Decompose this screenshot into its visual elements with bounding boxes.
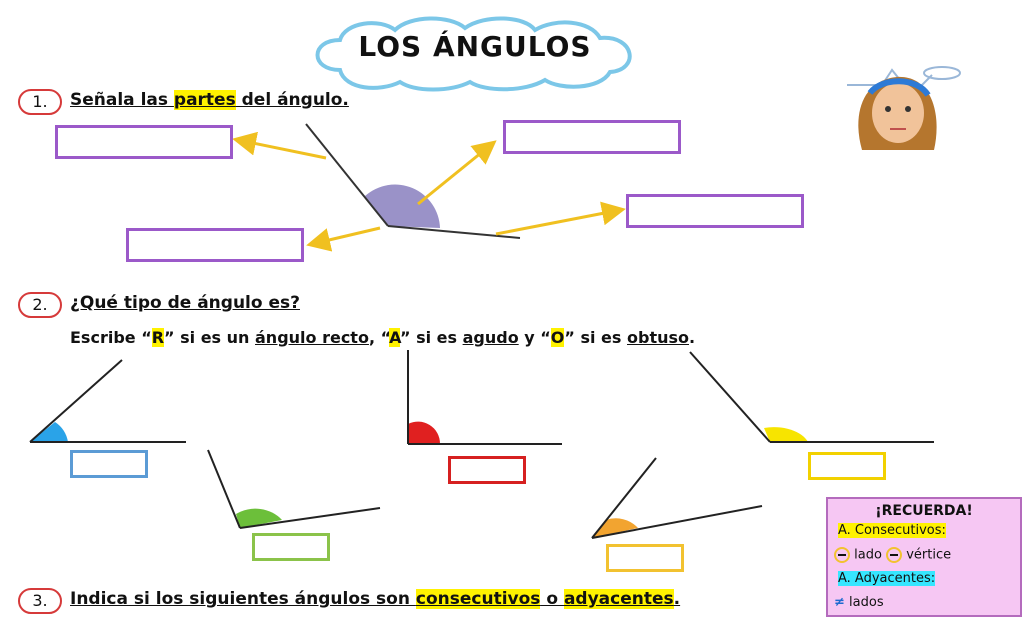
angle-orange-base [591,505,763,539]
title-cloud [315,16,632,92]
answer-box-blue[interactable] [70,450,148,478]
angle-green-base [239,507,381,529]
arc-yellow [764,427,808,442]
arc-red [408,421,441,444]
angle-green-side [207,449,241,529]
answer-box-3[interactable] [126,228,304,262]
answer-box-1[interactable] [55,125,233,159]
answer-box-green[interactable] [252,533,330,561]
equal-sign-icon [886,547,903,563]
not-equal-icon: ≠ [834,595,845,610]
question-3-text: Indica si los siguientes ángulos son con… [70,589,681,609]
answer-box-orange[interactable] [606,544,684,572]
arrow-to-side-2 [495,201,626,236]
question-1-number: 1. [18,89,62,115]
angle-blue-side [29,359,123,443]
angle-parts-diagram [232,123,626,252]
answer-box-2[interactable] [503,120,681,154]
arrow-to-arc [417,140,497,206]
answer-box-4[interactable] [626,194,804,228]
angle-orange-side [591,457,657,539]
question-3-number: 3. [18,588,62,614]
arrow-to-vertex [306,226,381,252]
angle-types-diagram [29,350,934,539]
recuerda-adyacentes-rule: ≠ lados [834,595,884,610]
recuerda-box: ¡RECUERDA! A. Consecutivos: lado vértice… [826,497,1022,617]
angle-yellow-side [689,351,771,443]
angle-arc [365,184,440,228]
question-2-text: ¿Qué tipo de ángulo es? [70,293,300,313]
answer-box-yellow[interactable] [808,452,886,480]
arrow-to-side [232,131,327,160]
equal-sign-icon [834,547,850,563]
teacher-avatar [847,66,961,150]
angle-side-2 [387,225,521,239]
arc-green [236,508,282,528]
arc-blue [30,422,68,442]
recuerda-title: ¡RECUERDA! [875,503,973,519]
recuerda-consecutivos-rule: lado vértice [834,547,951,563]
angle-side-1 [305,123,389,227]
question-1-text: Señala las partes del ángulo. [70,90,349,110]
recuerda-adyacentes: A. Adyacentes: [838,571,936,586]
answer-box-red[interactable] [448,456,526,484]
recuerda-consecutivos: A. Consecutivos: [838,523,946,538]
page-title: LOS ÁNGULOS [358,30,592,63]
question-2-instruction: Escribe “R” si es un ángulo recto, “A” s… [70,328,696,347]
question-2-number: 2. [18,292,62,318]
